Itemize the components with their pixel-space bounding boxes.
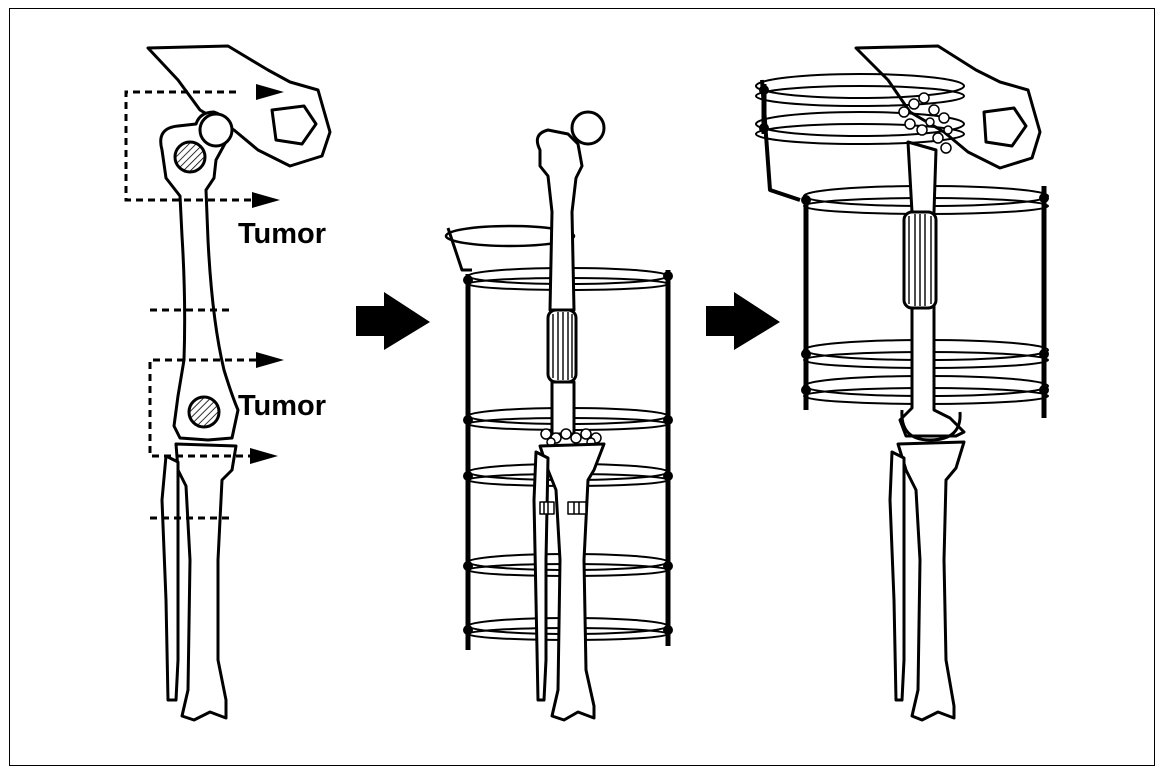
arrowhead-icon (252, 192, 280, 208)
femoral-head-2 (572, 112, 604, 144)
process-arrow-2 (706, 292, 780, 350)
arrowhead-icon (250, 448, 278, 464)
tumor-label-distal: Tumor (238, 392, 326, 421)
fibula-3 (890, 452, 904, 700)
tibia-1 (176, 444, 236, 720)
process-arrow-1 (356, 292, 430, 350)
fibula-2 (534, 452, 548, 700)
panel-3-consolidation (756, 46, 1049, 720)
fibula-1 (162, 456, 178, 700)
tumor-lesion-distal (189, 397, 219, 427)
arrowhead-icon (256, 352, 284, 368)
panel-2-transport (446, 112, 673, 720)
tumor-label-proximal: Tumor (238, 220, 326, 249)
transport-segment-2 (552, 382, 574, 434)
tibia-3 (898, 442, 964, 720)
tumor-lesion-proximal (175, 142, 205, 172)
panel-1-preop (148, 46, 330, 720)
femoral-head-1 (200, 114, 232, 146)
